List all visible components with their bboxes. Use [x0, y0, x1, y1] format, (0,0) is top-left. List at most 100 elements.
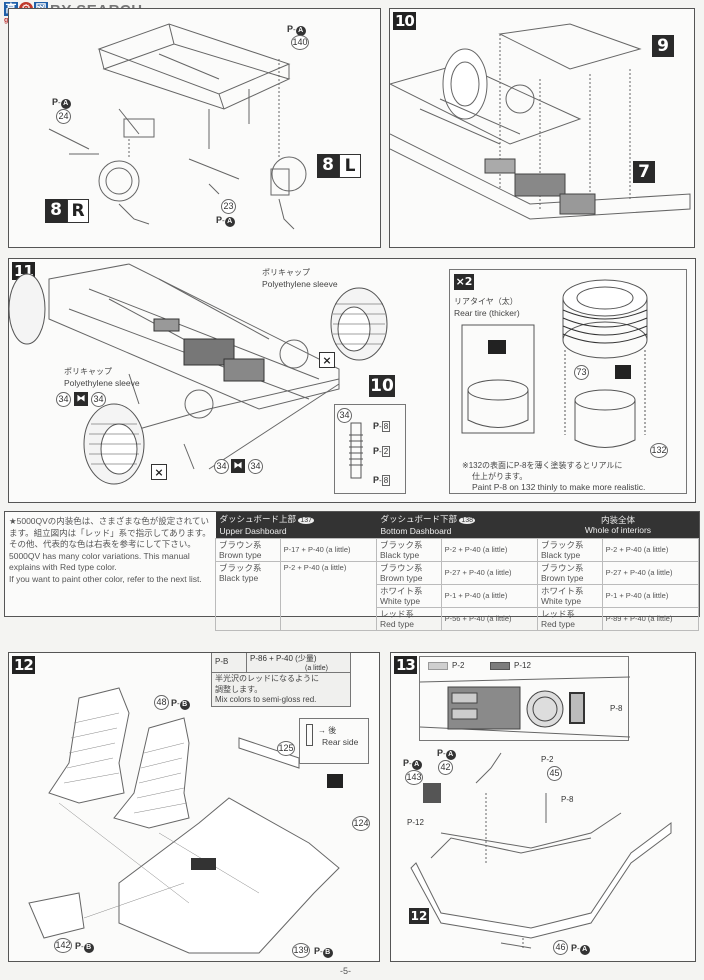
badge-side: R — [67, 199, 89, 223]
type-en: White type — [540, 596, 582, 606]
paint-number: 8 — [381, 475, 391, 486]
paint-ref: P-2 — [373, 446, 391, 457]
intro-en: If you want to paint other color, refer … — [9, 573, 202, 584]
mix-description: 半光沢のレッドになるように 調整します。 Mix colors to semi-… — [212, 673, 350, 707]
paint-ref-a: P-A — [437, 748, 456, 760]
step-13-panel: 13 P-2 P-12 P-8 — [390, 652, 696, 962]
paint-ref-a: P-A — [287, 24, 306, 36]
type-en: Red type — [379, 619, 415, 629]
rear-chassis-drawing — [9, 263, 388, 485]
type-jp: ホワイト系 — [379, 586, 423, 596]
paint-ref: P-8 — [373, 475, 391, 486]
type-en: Brown type — [540, 573, 584, 583]
paint-ref-b: P-B — [75, 941, 94, 953]
paint-ref: P-8 — [373, 421, 391, 432]
type-en: Brown type — [219, 550, 262, 560]
type-jp: ブラック系 — [219, 563, 262, 573]
legend-swatch-dark — [490, 661, 510, 670]
rear-side-en: Rear side — [322, 737, 359, 747]
legend-label: P-2 — [452, 661, 465, 670]
header-jp: ダッシュボード上部 — [219, 514, 297, 524]
mix-value: P-2 + P-40 — [283, 563, 320, 572]
type-jp: ブラウン系 — [540, 563, 584, 573]
paint-ref-b: P-B — [314, 946, 333, 958]
type-jp: ブラウン系 — [219, 540, 262, 550]
paint-ref-a: P-A — [216, 215, 235, 227]
part-number: 138 — [459, 517, 476, 524]
part-number: 46 — [553, 940, 568, 955]
rear-side-jp: → 後 — [318, 726, 337, 735]
mix-value: P-1 + P-40 — [444, 591, 481, 600]
part-number: 24 — [56, 109, 71, 124]
mix-note: a little — [324, 563, 344, 572]
page-number: -5- — [340, 966, 351, 976]
multiplier-badge: ×2 — [454, 274, 474, 290]
mix-value: P-2 + P-40 — [444, 545, 481, 554]
rear-side-jp-text: 後 — [328, 726, 337, 735]
mix-value: P-1 + P-40 — [605, 591, 642, 600]
mix-note: a little — [328, 545, 349, 554]
step-number: 13 — [394, 656, 417, 674]
legend-item: P-12 — [490, 661, 531, 670]
ref-badge-10: 10 — [369, 375, 395, 397]
part-number: 34 — [91, 392, 106, 407]
mix-value: P-27 + P-40 — [444, 568, 485, 577]
mix-formula: P-86 + P-40 (少量) (a little) — [247, 653, 331, 672]
mix-note-en: (a little) — [305, 665, 328, 672]
paint-ref: P-12 — [407, 818, 424, 827]
col-header-upper-dashboard: ダッシュボード上部 137 Upper Dashboard — [215, 512, 377, 539]
type-en: Black type — [540, 550, 581, 560]
paint-mix-box: P-B P-86 + P-40 (少量) (a little) 半光沢のレッドに… — [211, 653, 351, 707]
col-header-bottom-dashboard: ダッシュボード下部 138 Bottom Dashboard — [376, 512, 538, 539]
chassis-drawing — [390, 23, 691, 220]
mix-value: P-27 + P-40 — [605, 568, 646, 577]
part-number: 23 — [221, 199, 236, 214]
rear-tire-label-jp: リアタイヤ（太） — [454, 297, 518, 306]
header-jp: ダッシュボード下部 — [380, 514, 457, 524]
pair-icon: ⧓ — [231, 459, 245, 473]
paint-note-jp: 仕上がります。 — [472, 472, 528, 481]
dashboard-inset: P-2 P-12 P-8 — [419, 656, 631, 741]
col-header-whole-interiors: 内装全体 Whole of interiors — [537, 512, 699, 539]
step-number: 10 — [393, 12, 416, 30]
step-12-panel: 12 48 P-B P-B P-86 + P-40 (少量) (a little… — [8, 652, 380, 962]
color-intro: ★5000QVの内装色は、さまざまな色が設定されています。組立図内は「レッド」系… — [9, 516, 214, 585]
mix-note: a little — [485, 545, 505, 554]
paint-swatch-icon — [327, 774, 343, 788]
part-number: 34 — [56, 392, 71, 407]
part-number: 45 — [547, 766, 562, 781]
type-jp: ブラック系 — [540, 540, 584, 550]
legend-label: P-12 — [514, 661, 531, 670]
paint-ref-a: P-A — [52, 97, 71, 109]
part-number: 42 — [438, 760, 453, 775]
pair-icon: ⧓ — [74, 392, 88, 406]
paint-number: 2 — [381, 446, 391, 457]
ref-badge-8l: 8 L — [317, 154, 361, 178]
badge-num: 8 — [45, 199, 67, 223]
mix-value: P-17 + P-40 — [283, 545, 324, 554]
color-table: ダッシュボード上部 137 Upper Dashboard ダッシュボード下部 … — [215, 512, 700, 631]
paint-number: 8 — [381, 421, 391, 432]
mix-value: P-86 + P-40 — [250, 654, 293, 663]
type-jp: ブラック系 — [379, 540, 423, 550]
part-number: 132 — [650, 443, 668, 458]
rear-tire-box: ×2 リアタイヤ（太） Rear tire (thicker) 73 132 — [449, 269, 687, 494]
type-jp: レッド系 — [540, 609, 575, 619]
type-jp: レッド系 — [379, 609, 414, 619]
intro-jp: ★5000QVの内装色は、さまざまな色が設定されています。組立図内は「レッド」系… — [9, 516, 211, 549]
part-number: 124 — [352, 816, 370, 831]
mix-note: a little — [650, 568, 670, 577]
rear-tire-label-en: Rear tire (thicker) — [454, 308, 520, 318]
ref-badge-9: 9 — [652, 35, 674, 57]
type-en: Red type — [540, 619, 575, 629]
mix-note: a little — [646, 545, 666, 554]
paint-note-en: Paint P-8 on 132 thinly to make more rea… — [472, 482, 646, 492]
desc-en: Mix colors to semi-gloss red. — [215, 695, 317, 704]
paint-ref-b: P-B — [171, 698, 190, 710]
type-en: Black type — [379, 550, 420, 560]
header-en: Whole of interiors — [584, 525, 652, 535]
rear-side-box: → 後 Rear side — [299, 718, 369, 764]
mix-box-header: P-B P-86 + P-40 (少量) (a little) — [212, 653, 350, 673]
